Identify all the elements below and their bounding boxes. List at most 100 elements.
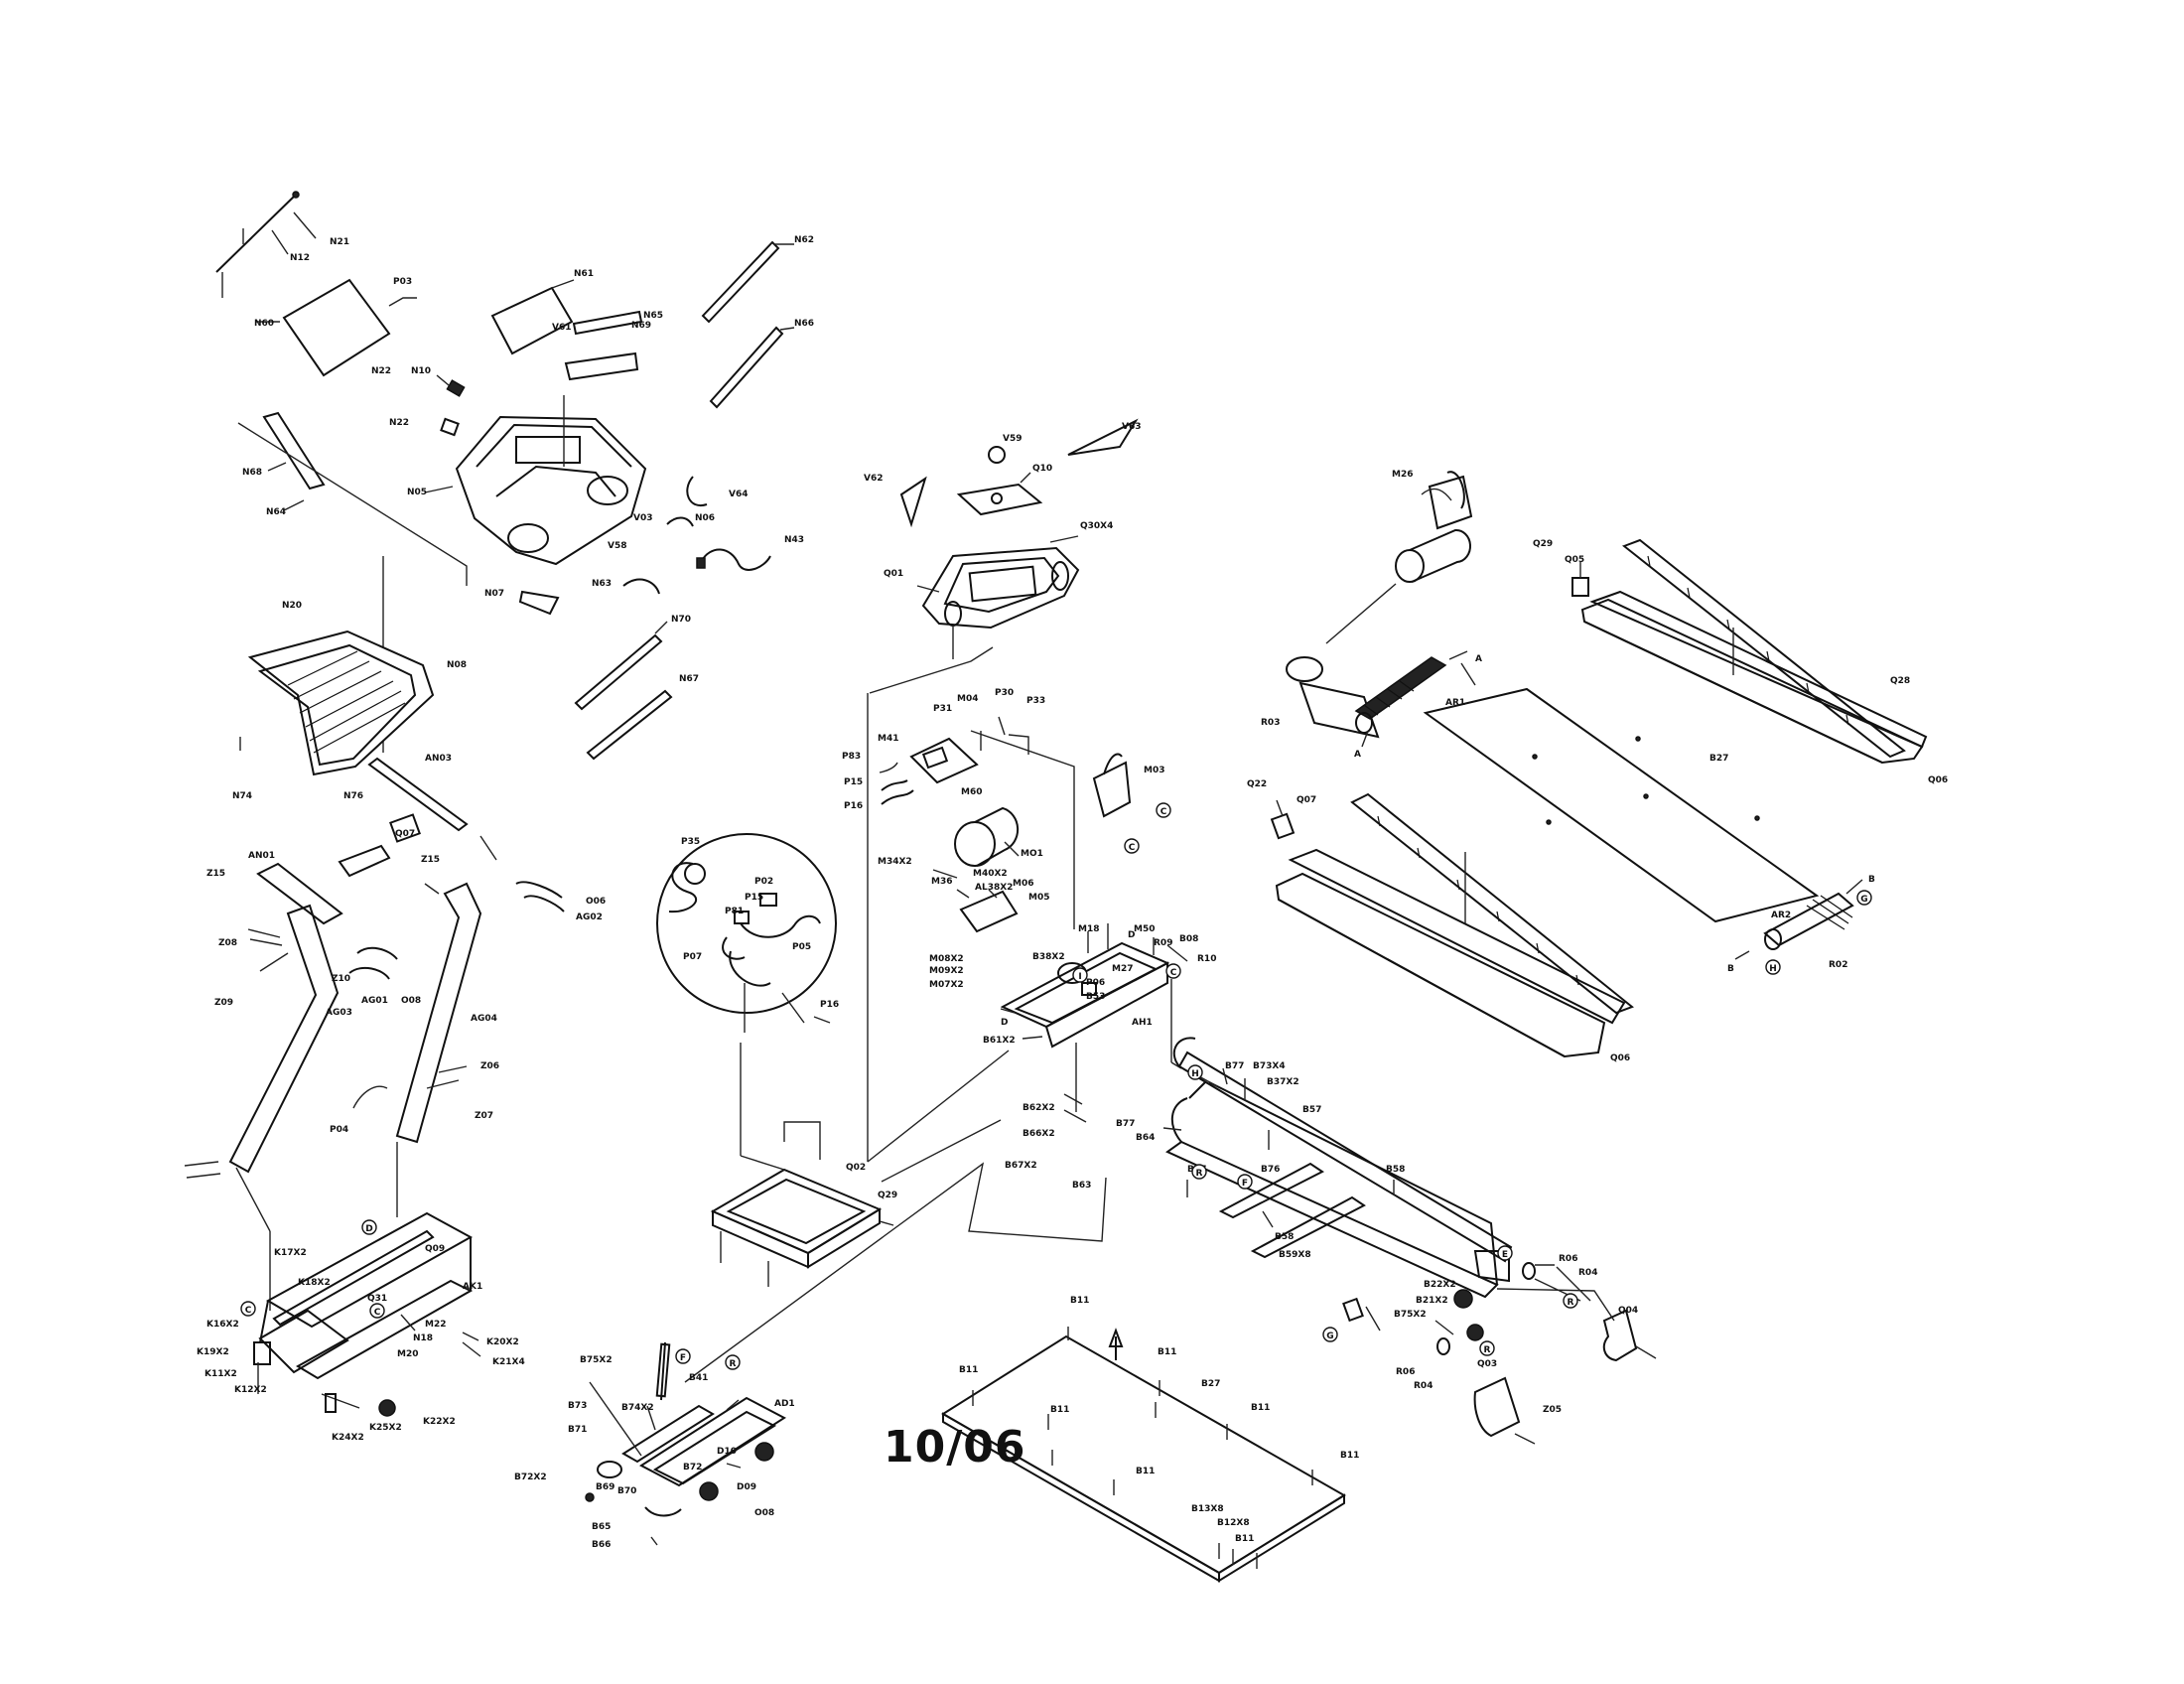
- label-p30: P30: [995, 688, 1014, 698]
- wheel-b22: [1453, 1289, 1473, 1309]
- label-ar2: AR2: [1771, 911, 1791, 920]
- label-b27b: B27: [1201, 1379, 1220, 1389]
- callout-c-3: C: [1156, 802, 1171, 818]
- label-q22: Q22: [1247, 779, 1267, 789]
- label-q07b: Q07: [1297, 795, 1316, 805]
- svg-text:C: C: [374, 1308, 381, 1318]
- label-m07x2: M07X2: [929, 980, 964, 990]
- panel-n76: [338, 844, 391, 878]
- motor-m26: [1395, 549, 1425, 583]
- label-z05: Z05: [1543, 1405, 1562, 1415]
- label-b70: B70: [617, 1486, 636, 1496]
- callout-g-2: G: [1322, 1327, 1338, 1342]
- label-q05: Q05: [1565, 555, 1584, 565]
- upright-ag03: [228, 904, 340, 1174]
- callout-f-2: F: [1237, 1174, 1253, 1190]
- svg-text:C: C: [245, 1306, 252, 1316]
- label-k11x2: K11X2: [205, 1369, 237, 1379]
- label-b77b: B77: [1116, 1119, 1135, 1129]
- callout-markers: D C C C C C R R R R F F H H G G E I B: [240, 802, 1872, 1370]
- svg-text:R: R: [1196, 1169, 1203, 1179]
- label-q01: Q01: [884, 569, 903, 579]
- label-m08x2: M08X2: [929, 954, 964, 964]
- label-ag04: AG04: [471, 1014, 497, 1024]
- label-b74x2: B74X2: [621, 1403, 654, 1413]
- callout-r-2: R: [1191, 1164, 1207, 1180]
- label-p15a: P15: [844, 777, 863, 787]
- label-n20: N20: [282, 601, 302, 611]
- label-b11a: B11: [1070, 1296, 1089, 1306]
- plate-q10: [956, 483, 1043, 516]
- label-d09: D09: [737, 1482, 756, 1492]
- label-d10: D10: [717, 1447, 737, 1457]
- label-b11g: B11: [1136, 1467, 1155, 1476]
- label-b27a: B27: [1709, 754, 1728, 764]
- svg-text:R: R: [730, 1359, 737, 1369]
- label-v61: V61: [552, 323, 572, 333]
- label-p05: P05: [792, 942, 811, 952]
- rail-strip-lower: [1350, 792, 1634, 1015]
- svg-text:C: C: [1160, 807, 1167, 817]
- label-b72x2: B72X2: [514, 1473, 547, 1482]
- label-p15b: P15: [745, 893, 763, 903]
- label-q31: Q31: [367, 1294, 387, 1304]
- label-b58a: B58: [1386, 1165, 1405, 1175]
- svg-text:G: G: [1326, 1332, 1333, 1341]
- end-cap-q03: [1473, 1376, 1521, 1438]
- label-r06a: R06: [1559, 1254, 1577, 1264]
- label-n76: N76: [343, 791, 363, 801]
- label-q30x4: Q30X4: [1080, 521, 1113, 531]
- front-foot-group: [585, 1162, 1107, 1546]
- label-p16b: P16: [820, 1000, 839, 1010]
- label-m36: M36: [931, 877, 952, 887]
- label-n61: N61: [574, 269, 594, 279]
- label-q06a: Q06: [1928, 775, 1948, 785]
- label-b12x8: B12X8: [1217, 1518, 1250, 1528]
- tray-q02: [710, 1043, 1002, 1287]
- bracket-m03: [1092, 761, 1132, 818]
- label-q10: Q10: [1032, 464, 1052, 474]
- label-n22b: N22: [389, 418, 409, 428]
- label-q04: Q04: [1618, 1306, 1638, 1316]
- bracket-m05: [959, 890, 1019, 933]
- label-n69: N69: [631, 321, 651, 331]
- label-k16x2: K16X2: [206, 1320, 239, 1330]
- label-v64: V64: [729, 490, 749, 499]
- part-labels: N21 N12 P03 N60 N22 N10 N22 N61 N62 N65 …: [197, 235, 1948, 1550]
- label-k21x4: K21X4: [492, 1357, 525, 1367]
- label-b71: B71: [568, 1425, 587, 1435]
- label-b08: B08: [1179, 934, 1198, 944]
- controller-board-m41: [909, 737, 979, 784]
- label-b62x2: B62X2: [1023, 1103, 1055, 1113]
- label-n06: N06: [695, 513, 715, 523]
- label-z07: Z07: [475, 1111, 493, 1121]
- label-v63: V63: [1122, 422, 1142, 432]
- label-m40x2: M40X2: [973, 869, 1008, 879]
- label-b66x2: B66X2: [1023, 1129, 1055, 1139]
- label-b63: B63: [1072, 1181, 1091, 1191]
- svg-text:D: D: [365, 1224, 372, 1234]
- label-r02: R02: [1829, 960, 1847, 970]
- roller-motor-group: [1286, 471, 1476, 748]
- label-b72: B72: [683, 1463, 702, 1473]
- label-b73: B73: [568, 1401, 587, 1411]
- label-b37x2: B37X2: [1267, 1077, 1299, 1087]
- label-b1: B: [1868, 875, 1875, 885]
- label-b69: B69: [596, 1482, 614, 1492]
- grip-ag02: [515, 881, 563, 899]
- callout-c-2: C: [240, 1301, 256, 1317]
- console-body-n05: [455, 415, 647, 566]
- label-b66: B66: [592, 1540, 611, 1550]
- label-k20x2: K20X2: [486, 1337, 519, 1347]
- base-frame-ak1: [253, 1211, 481, 1417]
- label-m34x2: M34X2: [878, 857, 912, 867]
- label-k17x2: K17X2: [274, 1248, 307, 1258]
- label-ak1: AK1: [463, 1282, 482, 1292]
- wheel-k22: [378, 1399, 396, 1417]
- label-n22a: N22: [371, 366, 391, 376]
- label-m06: M06: [1013, 879, 1033, 889]
- label-al38x2: AL38X2: [975, 883, 1013, 893]
- label-m50: M50: [1134, 924, 1155, 934]
- label-k18x2: K18X2: [298, 1278, 331, 1288]
- label-b75x2: B75X2: [1394, 1310, 1427, 1320]
